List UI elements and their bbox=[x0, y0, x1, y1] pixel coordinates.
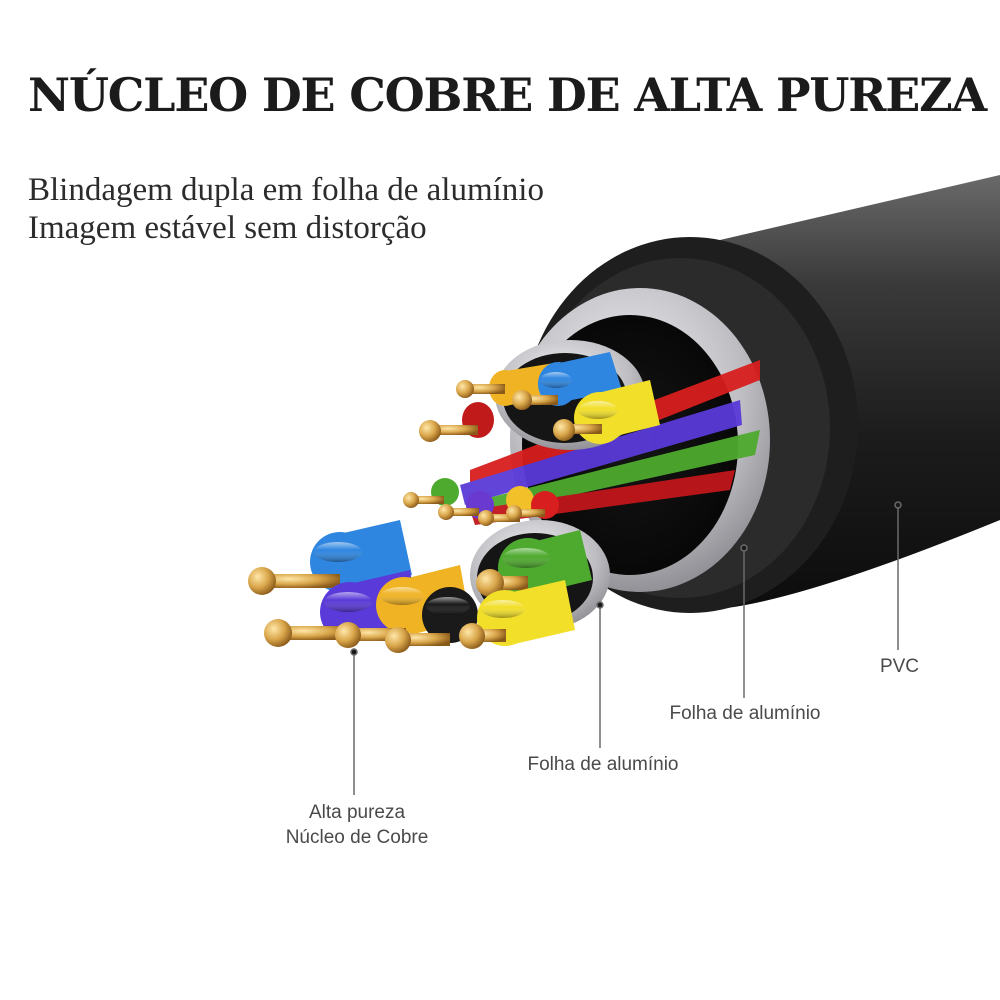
label-inner-aluminum-foil: Folha de alumínio bbox=[527, 754, 679, 775]
page-title: NÚCLEO DE COBRE DE ALTA PUREZA bbox=[28, 68, 987, 122]
leader-outer-foil bbox=[740, 544, 748, 698]
label-copper-core-line2: Núcleo de Cobre bbox=[285, 827, 429, 848]
wire-yellow-top bbox=[553, 380, 660, 444]
label-copper-core: Alta pureza Núcleo de Cobre bbox=[262, 800, 452, 850]
wire-red-top bbox=[419, 402, 494, 442]
leader-copper-core bbox=[350, 648, 358, 795]
wire-blue-top bbox=[512, 352, 622, 410]
wire-yellow-bottom bbox=[459, 580, 575, 649]
wire-red-middle bbox=[506, 491, 559, 521]
subtitle-shielding: Blindagem dupla em folha de alumínio bbox=[28, 172, 544, 208]
leader-inner-foil bbox=[596, 601, 604, 748]
label-pvc: PVC bbox=[879, 656, 920, 677]
label-outer-aluminum-foil: Folha de alumínio bbox=[669, 703, 821, 724]
label-copper-core-line1: Alta pureza bbox=[308, 802, 406, 823]
subtitle-stable-image: Imagem estável sem distorção bbox=[28, 210, 427, 246]
wire-green-middle bbox=[403, 478, 459, 508]
leader-pvc bbox=[894, 501, 902, 650]
wire-green-bottom bbox=[476, 530, 592, 598]
wire-blue-bottom bbox=[248, 520, 412, 595]
